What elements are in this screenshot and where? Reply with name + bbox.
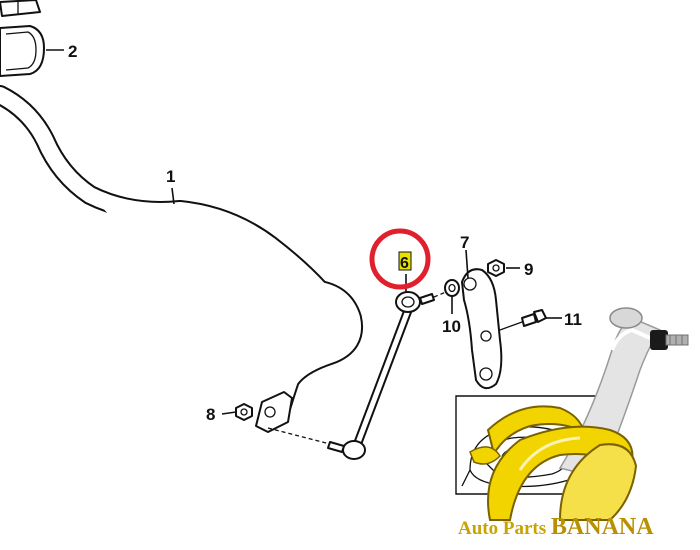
washer: [444, 279, 460, 297]
stabilizer-bushing: [0, 0, 45, 77]
callout-7: 7: [460, 233, 469, 252]
stabilizer-nut: [235, 403, 253, 421]
callout-8: 8: [206, 405, 215, 424]
watermark-line2: BANANA: [551, 514, 654, 540]
highlight-ring: [369, 228, 431, 290]
callout-1: 1: [166, 167, 175, 186]
watermark-line1: Auto Parts: [458, 518, 551, 539]
callout-10: 10: [442, 317, 461, 336]
banana-logo: [469, 405, 638, 521]
hex-bolt: [499, 309, 547, 331]
highlight-box: [398, 251, 412, 271]
stabilizer-link: [327, 291, 435, 460]
callout-11: 11: [564, 310, 582, 329]
link-bracket: [461, 268, 503, 390]
callout-9: 9: [524, 260, 533, 279]
hex-nut: [487, 259, 505, 277]
stabilizer-bar: [0, 85, 363, 433]
callout-2: 2: [68, 42, 77, 61]
watermark-brand: Auto Parts BANANA: [458, 514, 654, 540]
callout-6: 6: [400, 255, 409, 272]
highlighted-callout-6: 6: [369, 228, 431, 290]
